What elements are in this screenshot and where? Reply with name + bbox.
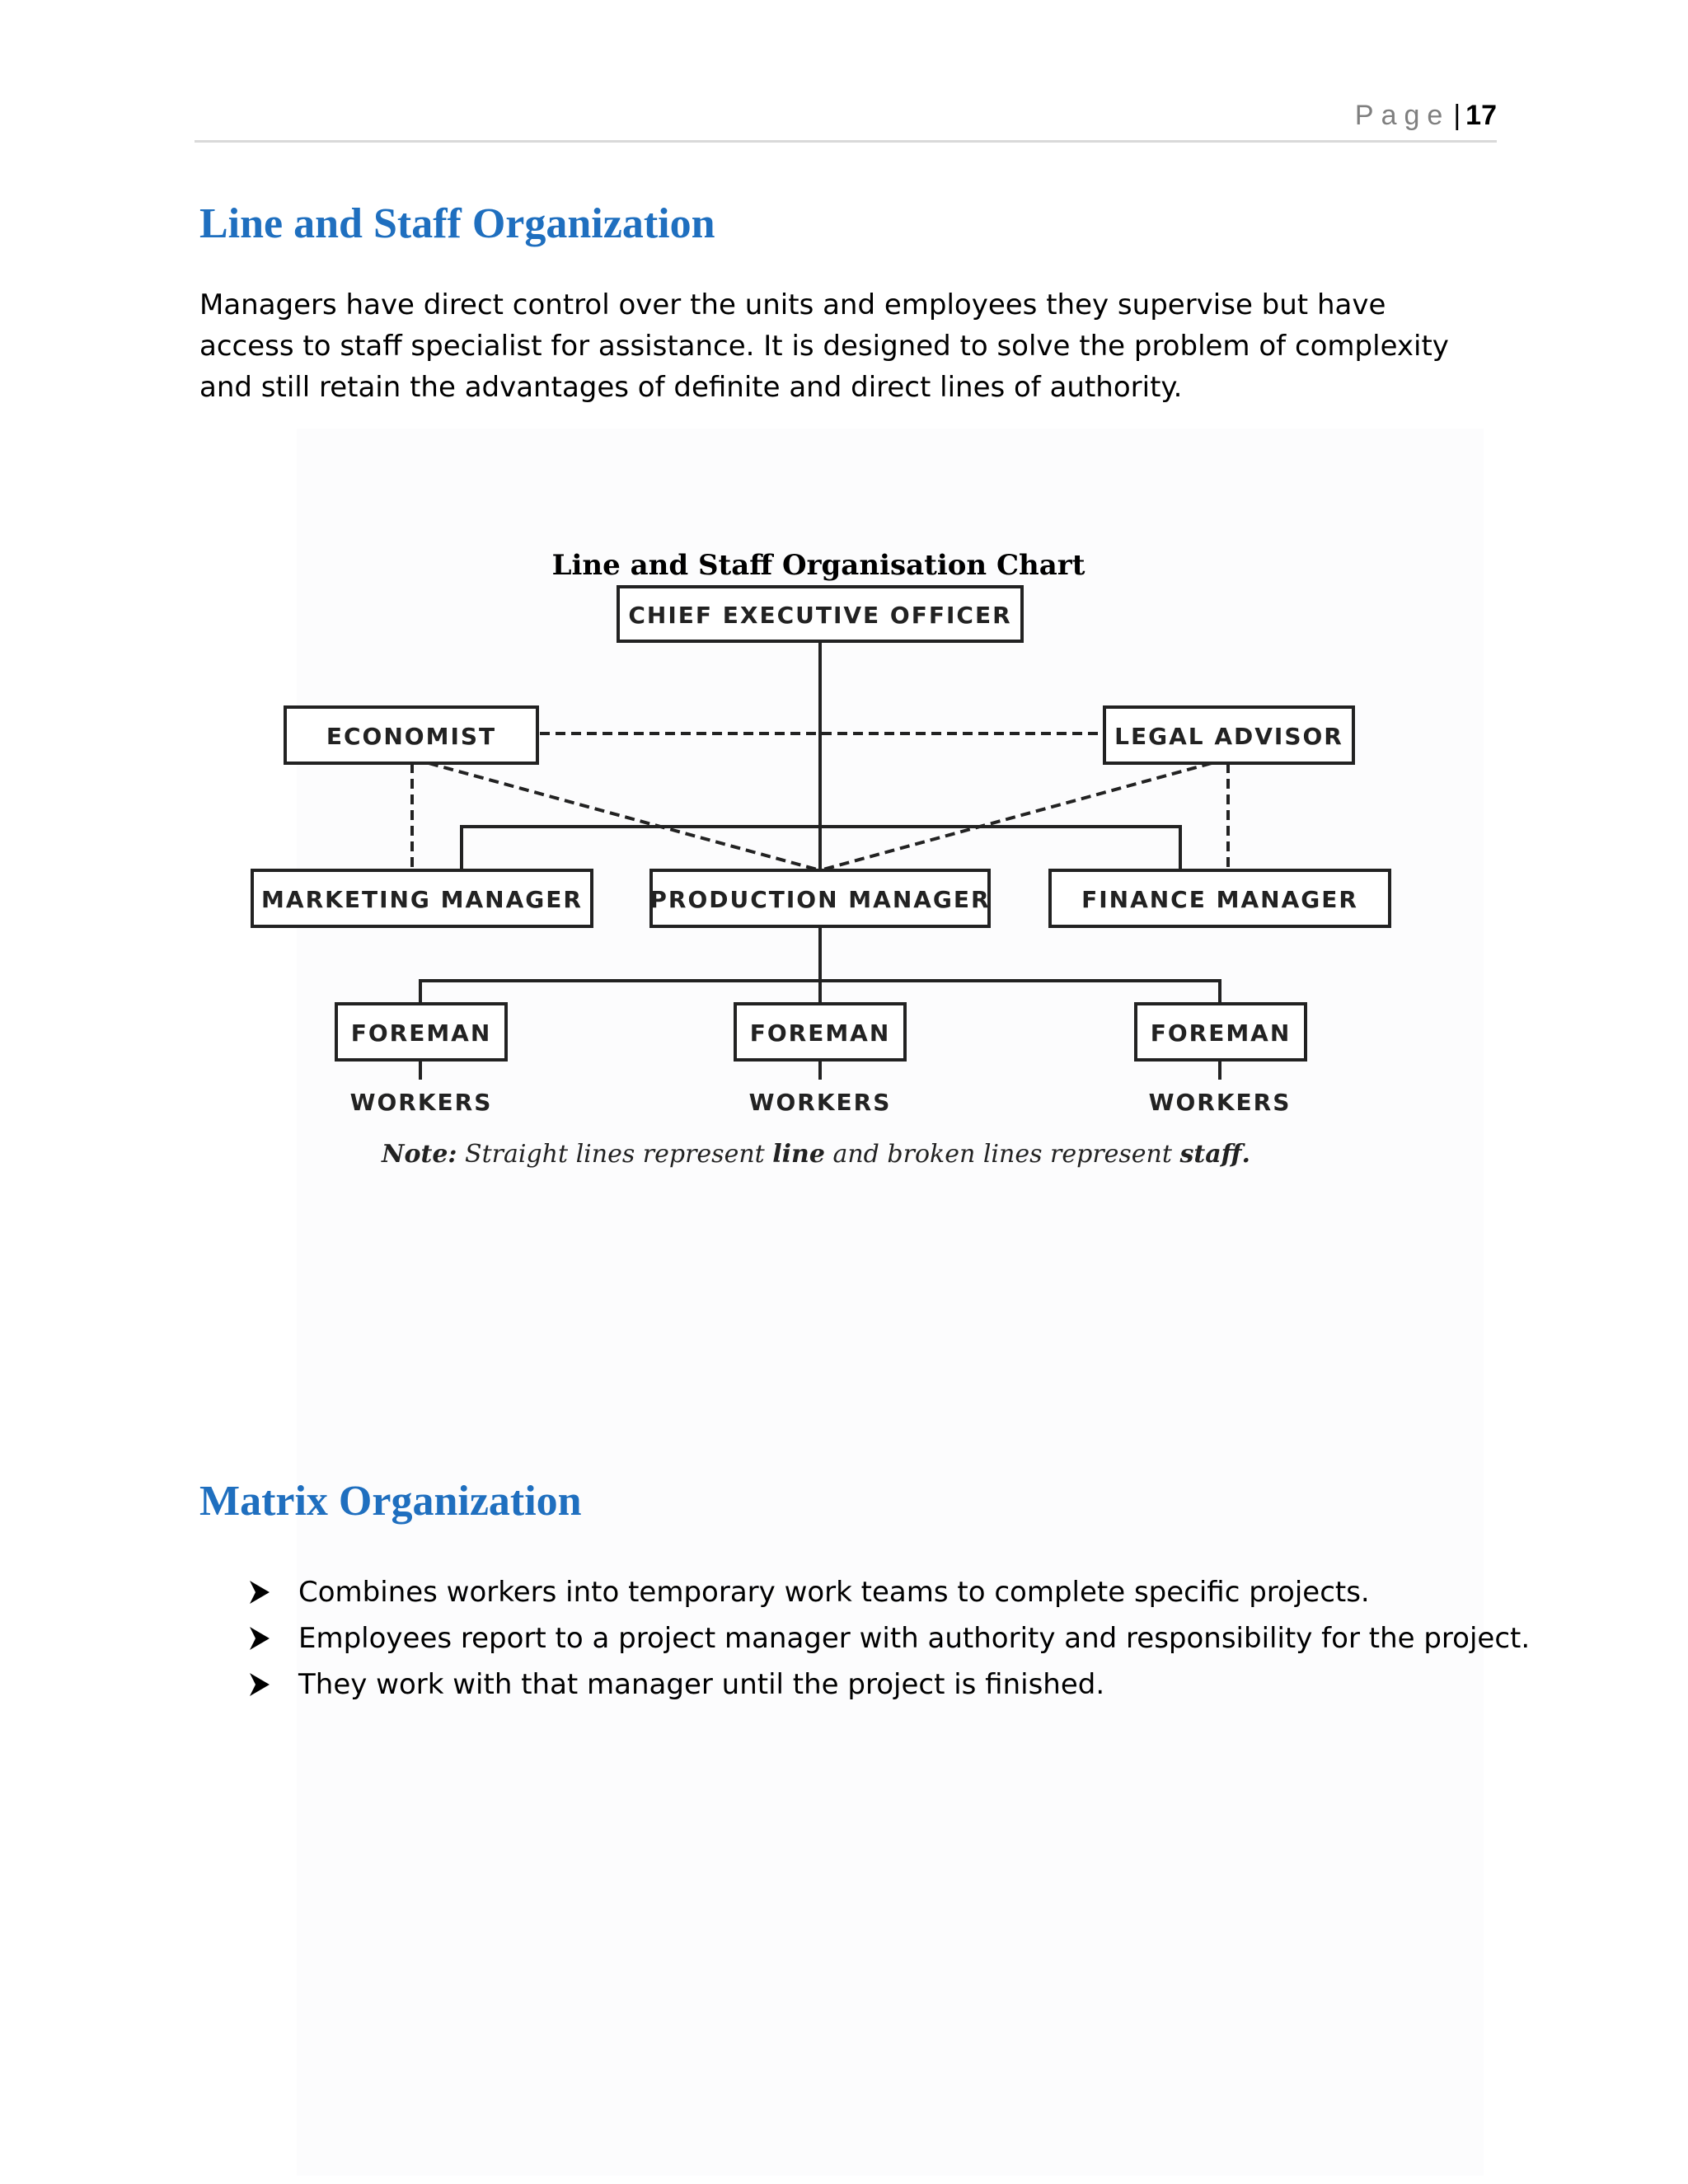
box-economist (284, 705, 539, 765)
label-foreman-1: FOREMAN (351, 1019, 492, 1047)
label-marketing-manager: MARKETING MANAGER (261, 886, 583, 913)
list-item: Combines workers into temporary work tea… (247, 1569, 1530, 1615)
box-legal-advisor (1103, 705, 1355, 765)
bullet-text: Combines workers into temporary work tea… (298, 1576, 1370, 1609)
note-label: Note: (381, 1140, 457, 1169)
label-foreman-2: FOREMAN (750, 1019, 891, 1047)
note-part2: and broken lines represent (825, 1140, 1180, 1169)
page-word: Page (1354, 100, 1451, 131)
list-item: They work with that manager until the pr… (247, 1661, 1530, 1708)
bullet-text: Employees report to a project manager wi… (298, 1622, 1531, 1655)
section-title-matrix: Matrix Organization (199, 1478, 582, 1525)
line-authority-connectors (419, 643, 1221, 1080)
page-number: 17 (1465, 100, 1497, 131)
box-foreman-1 (335, 1002, 508, 1062)
note-part1: Straight lines represent (457, 1140, 773, 1169)
box-marketing-manager (251, 869, 593, 928)
arrowhead-bullet-icon (250, 1581, 270, 1604)
label-finance-manager: FINANCE MANAGER (1081, 886, 1358, 913)
box-foreman-2 (734, 1002, 907, 1062)
page-header: Page|17 (195, 97, 1497, 143)
note-bold-staff: staff. (1179, 1140, 1250, 1169)
note-bold-line: line (772, 1140, 825, 1169)
label-production-manager: PRODUCTION MANAGER (649, 886, 990, 913)
arrowhead-bullet-icon (250, 1627, 270, 1650)
org-chart-title: Line and Staff Organisation Chart (552, 549, 1085, 582)
label-workers-3: WORKERS (1149, 1089, 1292, 1116)
page-separator: | (1453, 100, 1461, 131)
list-item: Employees report to a project manager wi… (247, 1615, 1530, 1661)
label-foreman-3: FOREMAN (1151, 1019, 1292, 1047)
section-paragraph: Managers have direct control over the un… (199, 288, 1449, 404)
bullet-text: They work with that manager until the pr… (298, 1668, 1105, 1701)
staff-dashed-connectors (410, 732, 1230, 872)
org-chart-boxes (251, 585, 1391, 1062)
box-finance-manager (1048, 869, 1391, 928)
matrix-bullet-list: Combines workers into temporary work tea… (247, 1569, 1530, 1708)
section-title-line-staff: Line and Staff Organization (199, 200, 715, 247)
box-foreman-3 (1134, 1002, 1307, 1062)
label-workers-2: WORKERS (749, 1089, 892, 1116)
box-ceo (617, 585, 1024, 643)
box-production-manager (649, 869, 991, 928)
arrowhead-bullet-icon (250, 1673, 270, 1696)
org-chart-note: Note: Straight lines represent line and … (381, 1140, 1250, 1169)
label-workers-1: WORKERS (350, 1089, 493, 1116)
label-legal-advisor: LEGAL ADVISOR (1114, 723, 1343, 750)
page-number-label: Page|17 (1355, 97, 1497, 134)
label-ceo: CHIEF EXECUTIVE OFFICER (628, 602, 1011, 629)
org-chart-figure: Line and Staff Organisation Chart CHIEF … (251, 549, 1391, 1169)
label-economist: ECONOMIST (326, 723, 496, 750)
